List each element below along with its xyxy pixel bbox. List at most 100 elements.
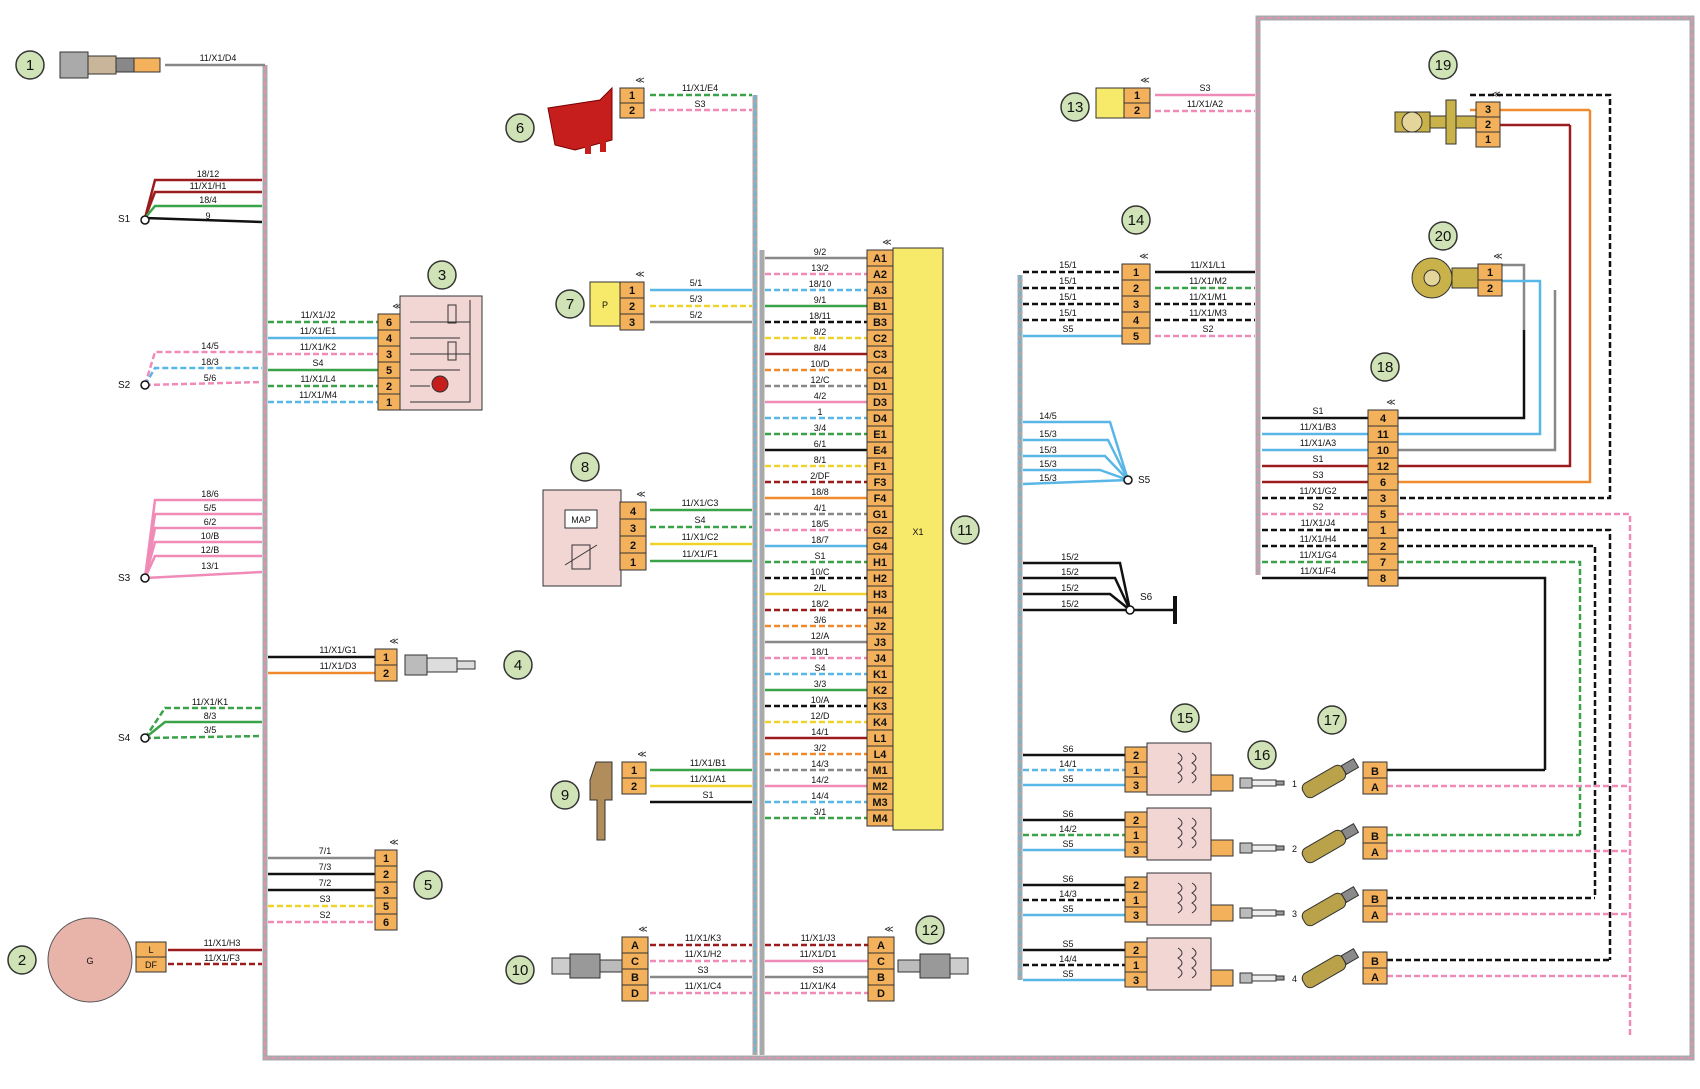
component-6: 12≪ 11/X1/E4 S3 [547,75,718,154]
splice-label-s5: S5 [1138,475,1151,486]
wire-label: 11/X1/M3 [1189,308,1227,318]
c5-pin: 3 [374,881,398,899]
svg-text:1: 1 [386,397,392,409]
wire-label: S6 [1062,744,1073,754]
connector-mark-icon: ≪ [635,75,644,85]
svg-text:C: C [877,956,885,968]
wire-label: S2 [1312,502,1323,512]
svg-text:6/2: 6/2 [204,517,217,527]
svg-text:3/5: 3/5 [204,725,217,735]
svg-text:2: 2 [630,540,636,552]
spark-plug-icon [1239,842,1285,854]
svg-text:2: 2 [1134,105,1140,117]
badge-20: 20 [1428,221,1458,251]
svg-text:K1: K1 [873,669,887,681]
splice-wire-labels: 18/12 11/X1/H1 18/4 9 14/5 18/3 5/6 18/6… [190,169,1079,735]
ecu-pin: D3 [866,393,894,411]
svg-text:2: 2 [631,781,637,793]
svg-text:G2: G2 [873,525,888,537]
c7-pin: 1 [619,281,645,299]
ecu-pin: M3 [866,793,894,811]
wire-label: 14/1 [1059,759,1077,769]
svg-text:18/12: 18/12 [197,169,220,179]
wire-label: 11/X1/A3 [1300,438,1336,448]
wire-label: 14/3 [1059,889,1077,899]
svg-text:P: P [602,300,608,310]
wire-label: 14/1 [811,727,829,737]
c20-pin: 1 [1477,263,1503,281]
wire-label: 10/C [810,567,830,577]
connector-mark-icon: ≪ [392,301,401,311]
wires [143,63,1632,1035]
c8-pin: 3 [619,518,647,537]
svg-text:S3: S3 [694,99,705,109]
c10-pin: B [621,968,649,986]
svg-text:A2: A2 [873,269,887,281]
svg-text:A: A [1371,910,1379,922]
splice-label-s6: S6 [1140,592,1153,603]
svg-text:E4: E4 [873,445,887,457]
svg-text:S3: S3 [319,894,330,904]
svg-text:C: C [631,956,639,968]
svg-text:2: 2 [1133,283,1139,295]
wire-label: S5 [1062,774,1073,784]
c7-pin: 3 [619,313,645,331]
connector-mark-icon: ≪ [1140,75,1149,85]
ecu-pin: J4 [866,649,894,667]
wire-label: 8/4 [814,343,827,353]
splice-label-s3: S3 [118,573,131,584]
c5-pin: 5 [374,897,398,915]
c14-pin: 3 [1121,295,1151,313]
c8-pin: 1 [619,552,647,571]
c14-pin: 5 [1121,327,1151,345]
svg-text:3: 3 [630,523,636,535]
svg-text:F4: F4 [874,493,888,505]
svg-text:1: 1 [383,853,389,865]
svg-text:3: 3 [383,885,389,897]
wire-label: S5 [1062,904,1073,914]
svg-text:7: 7 [566,296,574,313]
c14-pin: 2 [1121,279,1151,297]
svg-text:K4: K4 [873,717,888,729]
ecu-pin: B3 [866,313,894,331]
component-4: 12≪ 11/X1/G1 11/X1/D3 [319,636,476,682]
svg-text:8: 8 [1380,573,1386,585]
svg-text:B: B [1371,894,1379,906]
wire-label: 11/X1/G4 [1299,550,1336,560]
c13-pin: 1 [1123,87,1151,104]
svg-text:5/5: 5/5 [204,503,217,513]
badge-15: 15 [1170,703,1200,733]
svg-text:M1: M1 [872,765,887,777]
c9-pin: 2 [621,777,647,795]
svg-text:15/2: 15/2 [1061,599,1079,609]
wire-label: 18/2 [811,599,829,609]
svg-text:18: 18 [1377,359,1394,376]
connector-mark-icon: ≪ [635,269,644,279]
ecu-pin: G1 [866,505,894,523]
svg-text:11/X1/D1: 11/X1/D1 [800,949,837,959]
badge-5: 5 [413,870,443,900]
svg-text:3: 3 [1133,299,1139,311]
svg-text:13: 13 [1067,99,1084,116]
component-7: P 123≪ 5/1 5/3 5/2 [589,269,702,331]
ecu-pin: A2 [866,265,894,283]
generator-icon [47,917,133,1003]
connector-mark-icon: ≪ [638,924,647,934]
svg-text:D1: D1 [873,381,887,393]
wire-label: 3/3 [814,679,827,689]
svg-text:18/4: 18/4 [199,195,217,205]
svg-text:2: 2 [1133,880,1139,892]
svg-text:L1: L1 [874,733,887,745]
svg-text:5/6: 5/6 [204,373,217,383]
c3-pin: 5 [377,361,401,379]
ecu-pin: K4 [866,713,894,731]
wire-label: 4/2 [814,391,827,401]
ecu-pin: F4 [866,489,894,507]
wire-label: S3 [1312,470,1323,480]
svg-text:1: 1 [1380,525,1386,537]
spark-plug-icon [1239,907,1285,919]
wire-label: 8/1 [814,455,827,465]
